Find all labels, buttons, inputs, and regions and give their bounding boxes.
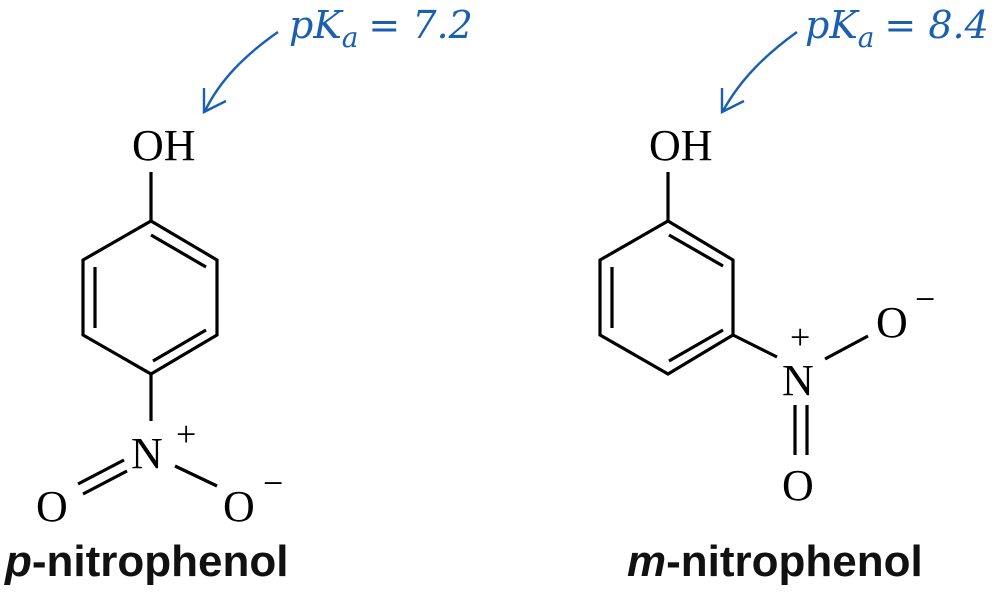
positive-charge: +: [790, 317, 810, 357]
oxygen-atom-double: O: [36, 482, 68, 531]
pka-value: pKa= 8.4: [805, 3, 989, 54]
m-nitrophenol-pka-annotation: pKa= 8.4: [720, 3, 989, 114]
oxygen-atom-single: O: [223, 482, 255, 531]
nitrogen-atom: N: [782, 356, 814, 405]
negative-charge: −: [915, 279, 935, 319]
pka-value: pKa= 7.2: [289, 3, 473, 54]
p-nitrophenol-structure: OH N + O O −: [36, 121, 283, 531]
c-n-bond: [732, 333, 778, 359]
pointer-arrow: [203, 31, 279, 112]
n-o-double-bond: [77, 458, 125, 486]
arrowhead-icon: [202, 88, 227, 114]
m-nitrophenol-structure: OH N + O − O: [598, 121, 935, 510]
p-nitrophenol-pka-annotation: pKa= 7.2: [202, 3, 473, 114]
m-nitrophenol-label: m-nitrophenol: [627, 537, 923, 586]
ring-double-bond: [668, 233, 724, 268]
arrowhead-icon: [720, 88, 745, 114]
oxygen-atom-double: O: [782, 461, 814, 510]
hydroxyl-group: OH: [649, 121, 713, 170]
n-o-single-bond: [824, 334, 869, 361]
benzene-ring: [81, 219, 219, 376]
n-o-single-bond: [174, 464, 218, 488]
p-nitrophenol-label: p-nitrophenol: [4, 537, 289, 586]
nitrogen-atom: N: [131, 429, 163, 478]
ring-double-bond: [150, 233, 207, 269]
benzene-ring: [598, 219, 735, 376]
ring-double-bond: [152, 328, 207, 363]
hydroxyl-group: OH: [132, 121, 196, 170]
oxygen-atom-single: O: [876, 298, 908, 347]
positive-charge: +: [176, 414, 196, 454]
pointer-arrow: [721, 31, 798, 112]
n-o-double-bond: [82, 469, 128, 496]
ring-double-bond: [668, 328, 724, 363]
negative-charge: −: [263, 463, 283, 503]
